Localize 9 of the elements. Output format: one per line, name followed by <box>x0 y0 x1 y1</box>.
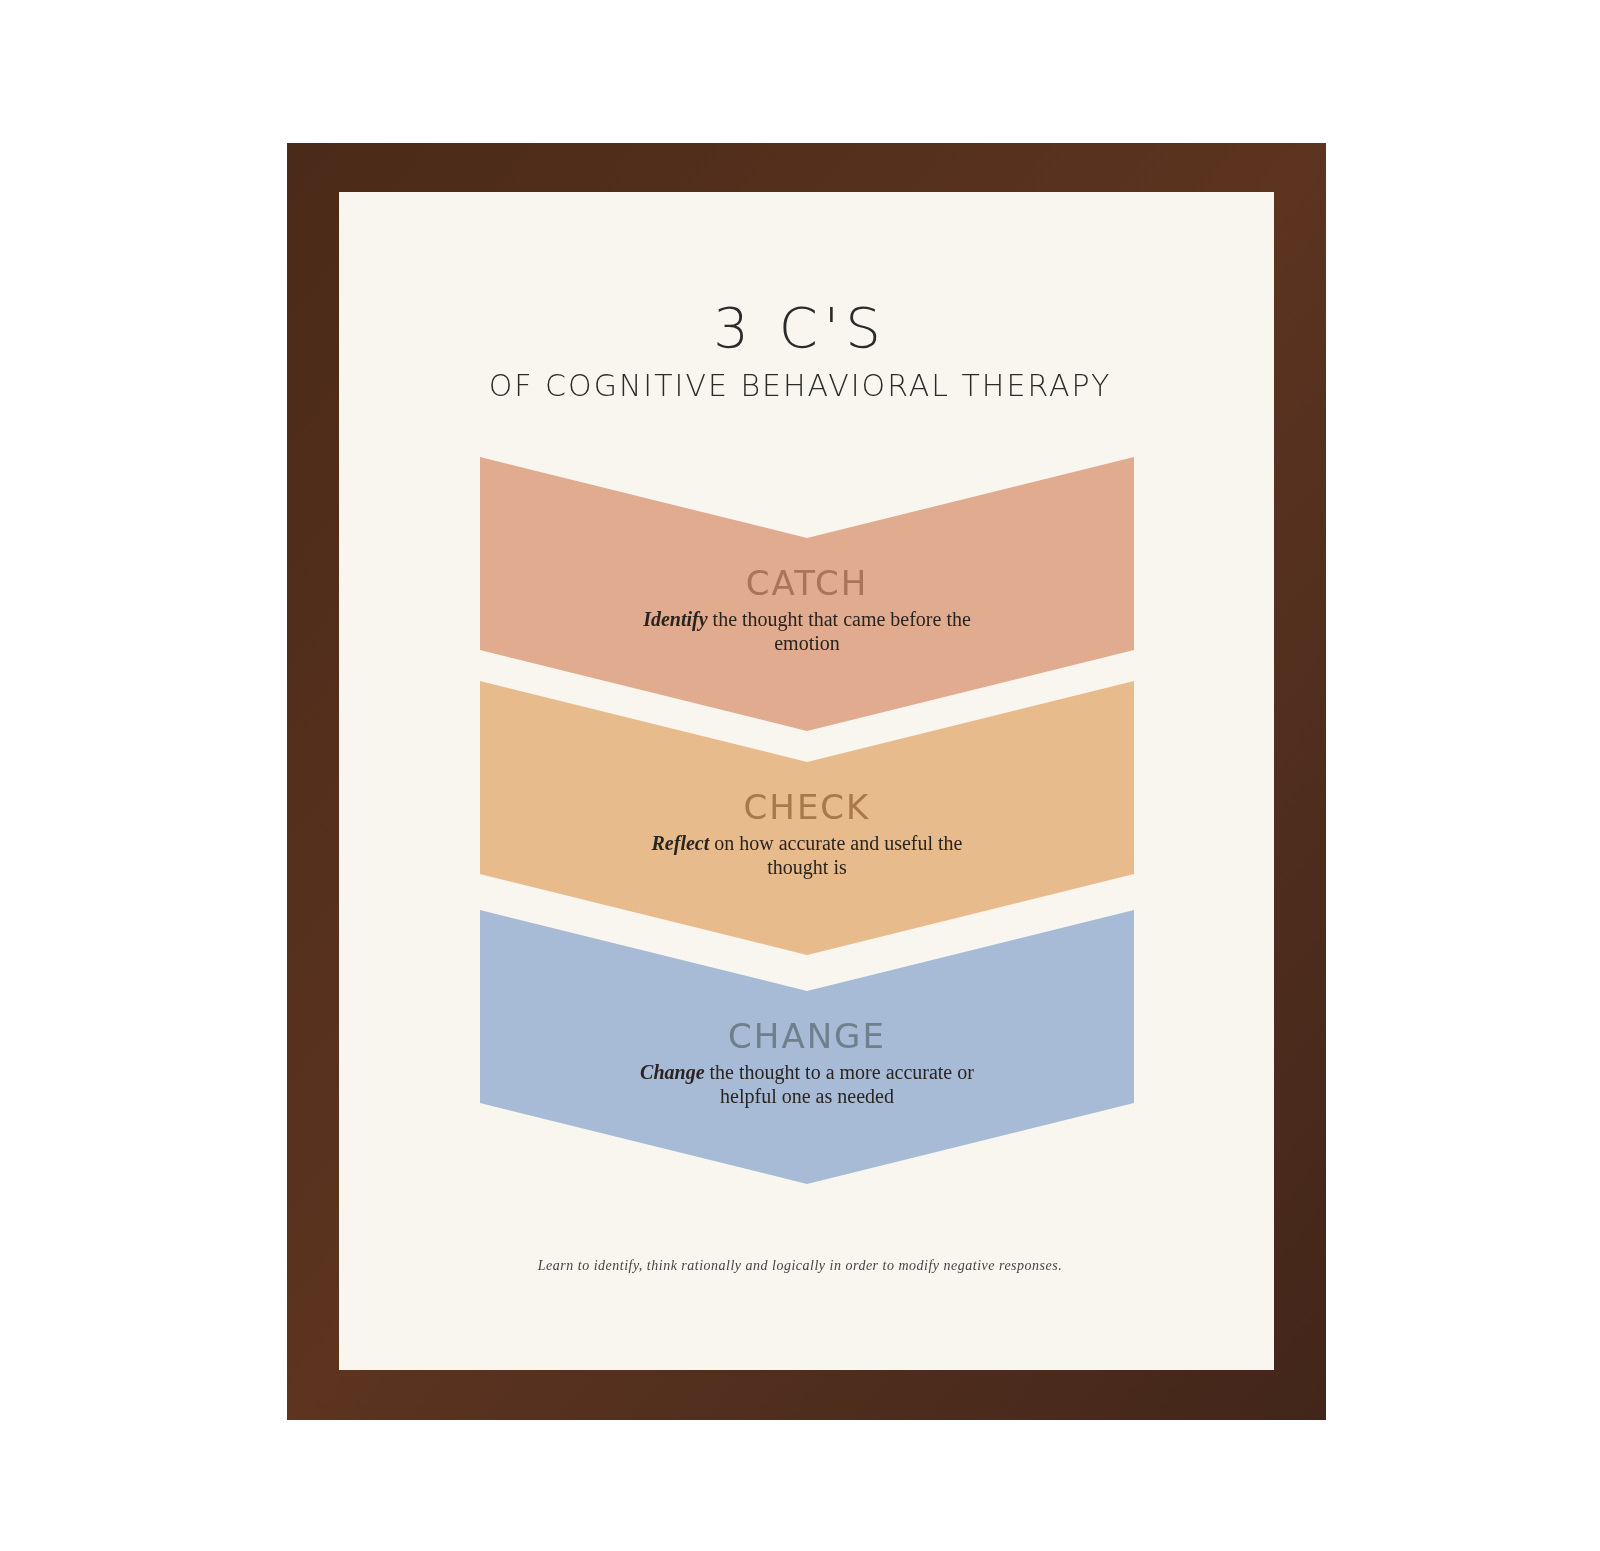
step-heading: CATCH <box>744 563 870 603</box>
title: 3 C'S <box>712 295 888 361</box>
step-description: Identify the thought that came before the emotion <box>642 607 972 655</box>
subtitle: OF COGNITIVE BEHAVIORAL THERAPY <box>487 368 1113 403</box>
step-description: Change the thought to a more accurate or helpful one as needed <box>639 1060 975 1108</box>
footer-note: Learn to identify, think rationally and logically in order to modify negative responses. <box>536 1258 1064 1274</box>
step-heading: CHECK <box>742 787 872 827</box>
step-description: Reflect on how accurate and useful the thought is <box>650 831 964 879</box>
step-heading: CHANGE <box>727 1016 887 1056</box>
